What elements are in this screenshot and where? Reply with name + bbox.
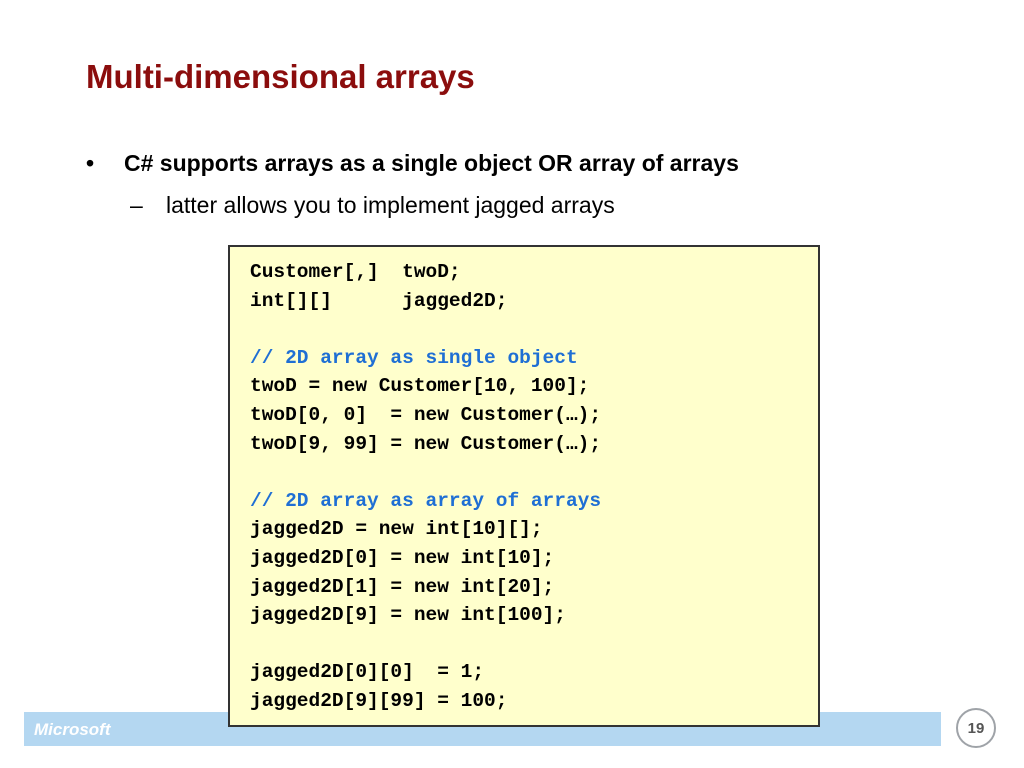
bullet-text: C# supports arrays as a single object OR… xyxy=(124,150,739,176)
bullet-item-level2: –latter allows you to implement jagged a… xyxy=(130,192,615,219)
code-line: int[][] jagged2D; xyxy=(250,289,508,312)
code-line: twoD[0, 0] = new Customer(…); xyxy=(250,403,602,426)
microsoft-logo: Microsoft xyxy=(34,720,111,739)
code-line: jagged2D[1] = new int[20]; xyxy=(250,575,555,598)
code-line: jagged2D[0][0] = 1; xyxy=(250,661,485,684)
dash-marker: – xyxy=(130,192,143,218)
code-line: Customer[,] twoD; xyxy=(250,261,461,283)
page-number: 19 xyxy=(956,708,996,748)
code-line: jagged2D[0] = new int[10]; xyxy=(250,546,555,569)
code-line: jagged2D[9][99] = 100; xyxy=(250,689,508,712)
slide-title: Multi-dimensional arrays xyxy=(86,58,475,95)
code-block: Customer[,] twoD; int[][] jagged2D; // 2D … xyxy=(228,245,820,727)
code-comment-line: // 2D array as array of arrays xyxy=(250,489,602,512)
bullet-item-level1: • C# supports arrays as a single object O… xyxy=(86,150,739,177)
code-line: jagged2D = new int[10][]; xyxy=(250,518,543,541)
bullet-text: latter allows you to implement jagged ar… xyxy=(166,192,615,218)
code-line: jagged2D[9] = new int[100]; xyxy=(250,604,566,627)
code-blank-line xyxy=(250,458,818,487)
bullet-marker: • xyxy=(86,150,95,176)
code-comment-line: // 2D array as single object xyxy=(250,346,578,369)
code-line: twoD[9, 99] = new Customer(…); xyxy=(250,432,602,455)
code-line: twoD = new Customer[10, 100]; xyxy=(250,375,590,398)
code-blank-line xyxy=(250,630,818,659)
code-blank-line xyxy=(250,315,818,344)
